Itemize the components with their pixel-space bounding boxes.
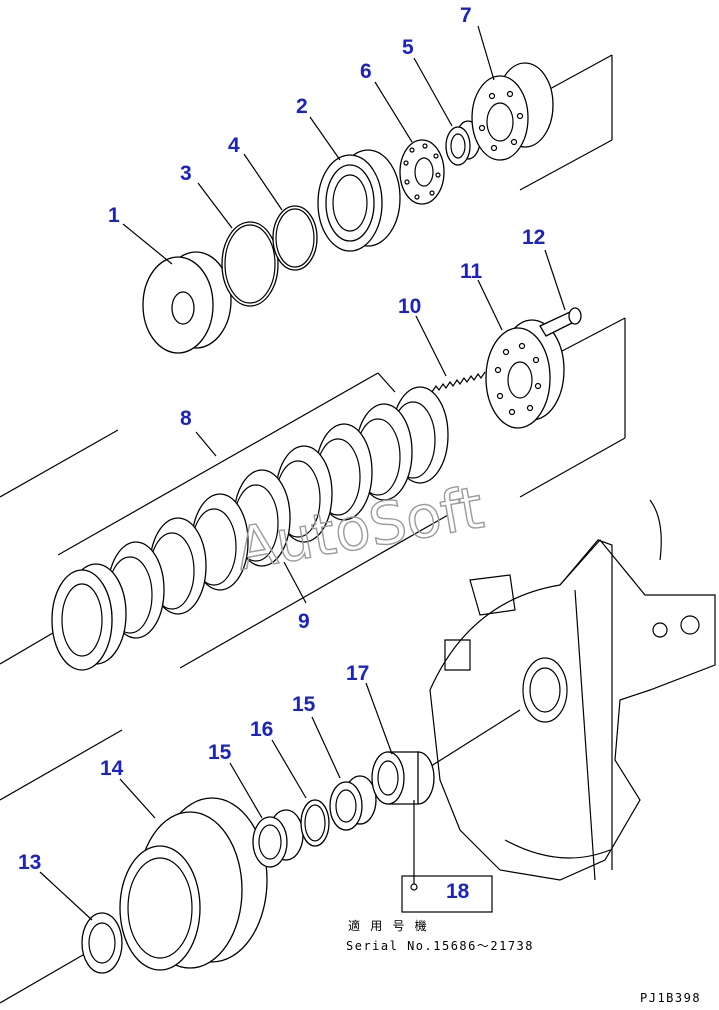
callout-3: 3 [180,162,192,185]
part-10-spring [431,371,486,393]
callout-18: 18 [446,880,470,903]
callout-12: 12 [522,226,545,249]
callout-7: 7 [460,4,472,27]
callout-16: 16 [250,718,273,741]
callouts: 1 2 3 4 5 6 7 8 9 10 11 12 13 14 15 15 1… [18,4,545,903]
applicable-serial-range: Serial No.15686～21738 [346,939,534,953]
callout-15-right: 15 [292,693,316,716]
part-12-bolt [539,307,582,337]
part-15-bushing-left [252,809,304,868]
callout-5: 5 [402,36,414,59]
callout-10: 10 [398,295,421,318]
part-3-o-ring [221,221,279,307]
part-11-plate [485,319,565,429]
part-8-friction-discs [51,386,449,671]
callout-6: 6 [360,60,372,83]
applicable-serial-heading: 適 用 号 機 [348,918,428,933]
clutch-pack [0,307,626,671]
part-18-box [401,875,493,913]
part-15-bushing-right [329,775,377,831]
callout-11: 11 [460,260,483,283]
callout-9: 9 [298,610,310,633]
leader-lines [39,25,566,921]
callout-2: 2 [296,95,308,118]
drawing-code: PJ1B398 [640,991,701,1005]
part-14-gear [119,797,268,971]
transmission-housing [429,499,716,881]
bottom-assembly [0,709,521,1004]
part-6-plate [399,139,445,205]
callout-1: 1 [108,204,120,227]
callout-15-left: 15 [208,741,232,764]
callout-17: 17 [346,662,369,685]
callout-4: 4 [228,134,240,157]
top-assembly [142,54,613,354]
part-13-thrust-washer [81,912,123,974]
part-16-ring [300,799,330,847]
callout-8: 8 [180,407,192,430]
part-1-washer [142,251,232,354]
part-4-o-ring [272,205,318,271]
callout-14: 14 [100,757,124,780]
part-7-hub [471,62,554,161]
callout-13: 13 [18,851,41,874]
part-17-needle-bearing [371,751,435,805]
part-2-piston [317,149,401,252]
